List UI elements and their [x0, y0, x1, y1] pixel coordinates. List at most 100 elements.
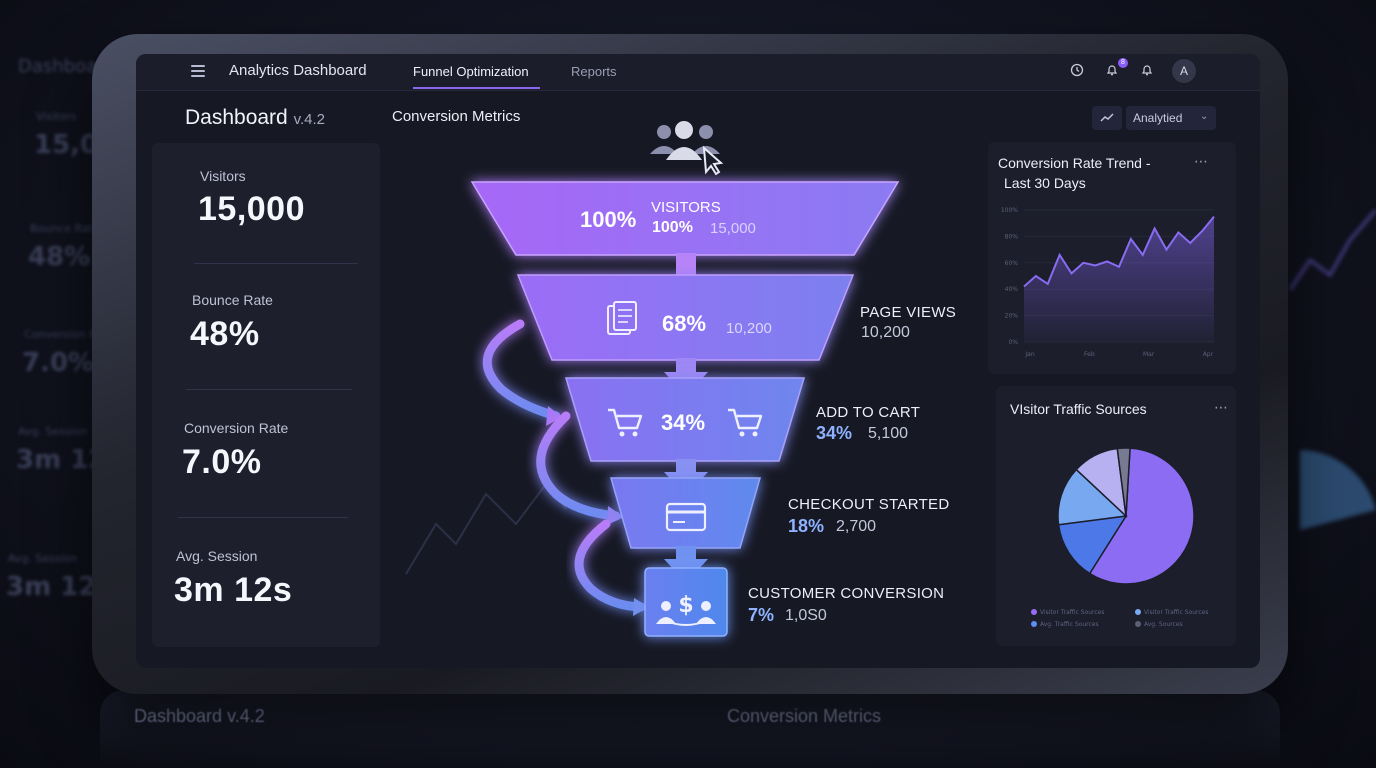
more-options-icon[interactable]: ⋯	[1214, 399, 1229, 415]
bg-metric-value: 7.0%	[22, 348, 95, 378]
trend-toggle-button[interactable]	[1092, 106, 1122, 130]
notification-bell-icon[interactable]	[1104, 63, 1120, 79]
stage-percent: 100%	[652, 219, 693, 236]
page-title: Dashboard v.4.2	[185, 106, 325, 130]
document-icon	[607, 301, 637, 335]
y-tick-label: 80%	[1005, 233, 1019, 240]
metric-value-visitors: 15,000	[198, 190, 305, 228]
stage-side-percent: 34%	[816, 423, 853, 443]
bg-trend-line	[1290, 209, 1376, 291]
more-options-icon[interactable]: ⋯	[1194, 153, 1209, 169]
legend-label: Avg. Sources	[1144, 621, 1183, 628]
traffic-sources-card: VIsitor Traffic Sources ⋯ Visitor Traffi…	[996, 386, 1236, 646]
y-tick-label: 100%	[1001, 207, 1018, 214]
chevron-down-icon: ⌄	[1200, 111, 1209, 122]
trend-card-title: Conversion Rate Trend -	[998, 155, 1151, 171]
stage-label-add-to-cart: ADD TO CART	[816, 404, 921, 421]
flow-arrow	[574, 519, 646, 612]
traffic-card-title: VIsitor Traffic Sources	[1010, 401, 1147, 417]
tablet-reflection: Dashboard v.4.2 Conversion Metrics	[100, 690, 1280, 768]
stage-side-count: 10,200	[861, 324, 910, 341]
conversion-trend-card: Conversion Rate Trend - Last 30 Days ⋯ 1…	[988, 142, 1236, 374]
traffic-pie-chart: Visitor Traffic Sources Visitor Traffic S…	[1031, 447, 1209, 628]
legend-dot	[1135, 609, 1141, 615]
stage-side-count: 5,100	[868, 425, 909, 442]
metrics-panel: Visitors 15,000 Bounce Rate 48% Conversi…	[152, 143, 380, 647]
x-tick-label: Jan	[1024, 351, 1034, 358]
metric-value-conversion-rate: 7.0%	[182, 443, 262, 481]
divider	[178, 517, 348, 518]
page-title-text: Dashboard	[185, 106, 288, 129]
bg-chart-line	[405, 482, 567, 575]
legend-label: Visitor Traffic Sources	[1144, 609, 1209, 616]
flow-arrow-head	[546, 406, 562, 426]
users-cursor-icon	[650, 121, 724, 176]
app-title: Analytics Dashboard	[229, 62, 367, 79]
stage-side-percent: 18%	[788, 516, 825, 536]
version-label: v.4.2	[293, 111, 325, 128]
metric-label-bounce-rate: Bounce Rate	[192, 292, 273, 308]
bg-metric-label: Visitors	[36, 110, 77, 123]
bg-metric-label: Avg. Session	[8, 552, 78, 565]
down-arrow	[664, 358, 708, 396]
funnel-stage-page-views[interactable]	[516, 274, 855, 361]
stage-count: 15,000	[710, 220, 756, 237]
pie-slice	[1057, 515, 1128, 575]
metric-label-visitors: Visitors	[200, 168, 246, 184]
user-avatar[interactable]: A	[1172, 59, 1196, 83]
stage-name: VISITORS	[651, 199, 721, 216]
shopping-cart-icon	[608, 408, 643, 437]
y-tick-label: 40%	[1005, 286, 1019, 293]
conversion-funnel: $	[405, 181, 900, 637]
metric-value-avg-session: 3m 12s	[174, 571, 293, 609]
y-tick-label: 20%	[1005, 313, 1019, 320]
stage-label-customer-conversion: CUSTOMER CONVERSION	[748, 585, 945, 602]
pie-slice	[1088, 447, 1195, 585]
svg-text:$: $	[678, 593, 693, 618]
divider	[186, 389, 352, 390]
view-select[interactable]: Analytied ⌄	[1126, 106, 1216, 130]
tab-funnel-optimization[interactable]: Funnel Optimization	[413, 64, 529, 79]
clock-icon[interactable]	[1069, 63, 1085, 79]
shopping-cart-icon	[728, 408, 763, 437]
active-tab-indicator	[413, 87, 540, 89]
stage-side-percent: 7%	[748, 605, 775, 625]
customer-dollar-icon: $	[656, 593, 716, 626]
bg-metric-value: 48%	[28, 242, 91, 272]
top-nav-bar: Analytics Dashboard Funnel Optimization …	[136, 54, 1260, 91]
dashboard-screen: Analytics Dashboard Funnel Optimization …	[136, 54, 1260, 668]
metric-label-avg-session: Avg. Session	[176, 548, 258, 564]
x-tick-label: Apr	[1203, 351, 1214, 358]
funnel-stage-add-to-cart[interactable]	[564, 377, 806, 462]
bg-metric-label: Conversion Rate	[24, 328, 115, 341]
stage-percent: 34%	[661, 410, 706, 435]
trend-chart: 100% 80% 60% 40% 20% 0% Jan Feb Mar Apr	[1001, 207, 1215, 358]
alert-bell-icon[interactable]	[1139, 63, 1155, 79]
notification-badge: 8	[1118, 58, 1128, 68]
y-tick-label: 0%	[1008, 339, 1018, 346]
legend-label: Visitor Traffic Sources	[1040, 609, 1105, 616]
x-tick-label: Feb	[1084, 351, 1095, 358]
down-arrow	[664, 546, 708, 583]
metric-label-conversion-rate: Conversion Rate	[184, 420, 289, 436]
view-select-value: Analytied	[1133, 111, 1183, 125]
conversion-metrics-title: Conversion Metrics	[392, 108, 521, 125]
stage-label-checkout: CHECKOUT STARTED	[788, 496, 950, 513]
x-tick-label: Mar	[1143, 351, 1155, 358]
reflection-conversion-title: Conversion Metrics	[727, 706, 882, 726]
stage-side-count: 1,0S0	[785, 607, 827, 624]
credit-card-icon	[665, 502, 707, 532]
funnel-stage-visitors[interactable]	[470, 181, 900, 256]
y-tick-label: 60%	[1005, 260, 1019, 267]
hamburger-menu-icon[interactable]	[191, 65, 205, 77]
stage-big-percent: 100%	[580, 207, 637, 232]
trend-area	[1024, 216, 1214, 342]
tab-reports[interactable]: Reports	[571, 64, 617, 79]
divider	[194, 263, 358, 264]
flow-arrow	[536, 411, 621, 521]
legend-label: Avg. Traffic Sources	[1040, 621, 1099, 628]
stage-count: 10,200	[726, 320, 772, 337]
stage-percent: 68%	[662, 311, 707, 336]
stage-side-count: 2,700	[836, 518, 877, 535]
flow-arrow-head	[607, 506, 624, 525]
